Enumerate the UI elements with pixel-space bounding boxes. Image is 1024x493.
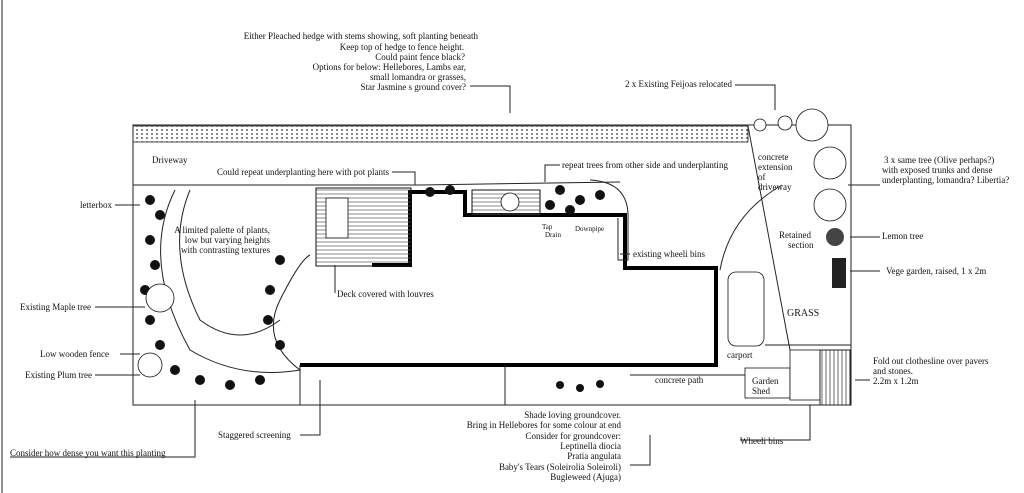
pot-plants-note: Could repeat underplanting here with pot… xyxy=(217,167,389,177)
olive-note-3: underplanting, lomandra? Libertia? xyxy=(882,175,1009,185)
lemon-label: Lemon tree xyxy=(882,231,923,241)
shade-note-7: Bugleweed (Ajuga) xyxy=(550,472,621,482)
car xyxy=(727,271,765,347)
feijoa-tree xyxy=(795,108,829,142)
lemon-tree xyxy=(826,228,844,246)
concrete-ext-3: of xyxy=(758,172,766,182)
hedge-note-6: Star Jasmine s ground cover? xyxy=(361,82,466,92)
feijoas-label: 2 x Existing Feijoas relocated xyxy=(625,79,732,89)
hedge-note-4: Options for below: Hellebores, Lambs ear… xyxy=(313,62,466,72)
vege-label: Vege garden, raised, 1 x 2m xyxy=(886,266,986,276)
shade-note-5: Pratia angulata xyxy=(567,451,621,461)
hedge-note-5: small lomandra or grasses, xyxy=(370,72,466,82)
shade-note-3: Consider for groundcover: xyxy=(526,431,621,441)
property-boundary xyxy=(132,124,852,406)
olive-tree xyxy=(813,146,847,180)
concrete-ext-2: extension xyxy=(758,162,793,172)
hedge-note-3: Could paint fence black? xyxy=(375,52,465,62)
drain-label: Drain xyxy=(545,231,561,239)
shade-note-4: Leptinella diocia xyxy=(560,441,621,451)
letterbox-label: letterbox xyxy=(80,200,112,210)
clothesline-note-2: and stones. xyxy=(873,366,913,376)
palette-note-3: with contrasting textures xyxy=(181,245,270,255)
palette-note-1: A limited palette of plants, xyxy=(174,225,270,235)
hedge-note-1: Either Pleached hedge with stems showing… xyxy=(244,31,479,41)
shade-note-6: Baby's Tears (Soleirolia Soleiroli) xyxy=(499,462,621,472)
plum-label: Existing Plum tree xyxy=(25,370,92,380)
existing-bins-label: existing wheeli bins xyxy=(633,249,705,259)
hedge-note-2: Keep top of hedge to fence height. xyxy=(340,42,464,52)
retained-1: Retained xyxy=(779,230,811,240)
clothesline-pavers xyxy=(819,349,851,406)
retained-2: section xyxy=(788,240,814,250)
deck-label: Deck covered with louvres xyxy=(337,289,434,299)
fence-label: Low wooden fence xyxy=(40,349,109,359)
clothesline-note-1: Fold out clothesline over pavers xyxy=(873,356,989,366)
carport-label: carport xyxy=(727,350,753,360)
olive-tree xyxy=(813,188,847,222)
shed-label-2: Shed xyxy=(752,386,771,396)
staggered-label: Staggered screening xyxy=(218,430,291,440)
driveway-label: Driveway xyxy=(152,155,188,165)
olive-note-1: 3 x same tree (Olive perhaps?) xyxy=(884,155,994,165)
clothesline-note-3: 2.2m x 1.2m xyxy=(873,376,919,386)
concrete-path-label: concrete path xyxy=(655,375,704,385)
hedge-strip xyxy=(132,125,749,143)
olive-note-2: with exposed trunks and dense xyxy=(882,165,992,175)
vege-garden xyxy=(832,258,846,288)
repeat-trees-note: repeat trees from other side and underpl… xyxy=(562,160,728,170)
tap-label: Tap xyxy=(542,223,553,231)
wheeli-bins-label: Wheeli bins xyxy=(740,436,784,446)
maple-tree xyxy=(145,283,175,313)
grass-label: GRASS xyxy=(787,308,819,319)
shade-note-1: Shade loving groundcover. xyxy=(524,410,621,420)
dense-planting-note: Consider how dense you want this plantin… xyxy=(10,448,166,458)
concrete-ext-4: driveway xyxy=(758,182,792,192)
shed-label-1: Garden xyxy=(752,376,779,386)
shrubs xyxy=(140,185,605,392)
palette-note-2: low but varying heights xyxy=(185,235,271,245)
shade-note-2: Bring in Hellebores for some colour at e… xyxy=(467,420,622,430)
maple-label: Existing Maple tree xyxy=(20,302,91,312)
plum-tree xyxy=(137,352,163,378)
downpipe-label: Downpipe xyxy=(575,225,604,233)
leader-lines xyxy=(10,84,880,466)
concrete-ext-1: concrete xyxy=(758,152,788,162)
